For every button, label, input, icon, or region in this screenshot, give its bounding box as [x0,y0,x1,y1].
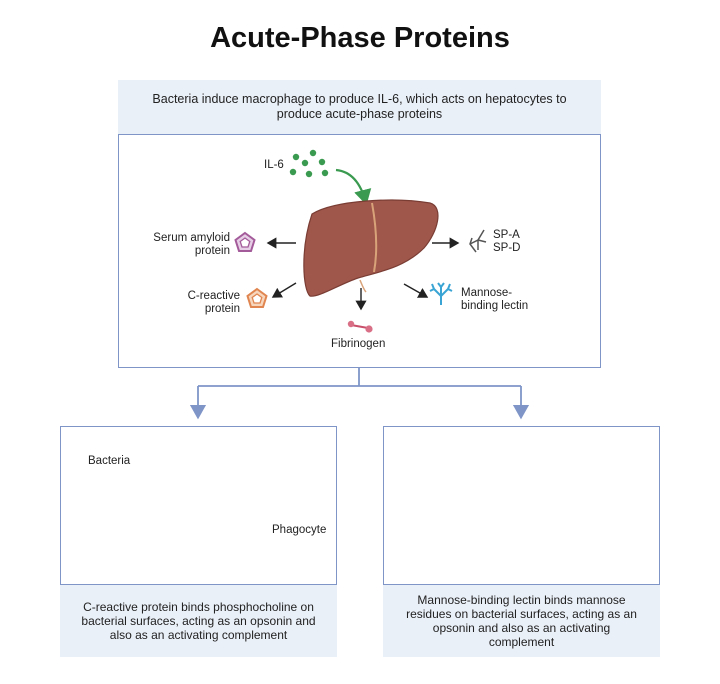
phagocyte-label: Phagocyte [272,524,327,536]
right-panel-caption: Mannose-binding lectin binds mannose res… [383,584,660,657]
bacteria-label: Bacteria [88,455,131,467]
arrow-to-mannose-lectin [403,283,429,298]
il6-label: IL-6 [264,159,284,171]
fibrinogen-icon [347,320,373,333]
fibrinogen-label: Fibrinogen [331,338,386,350]
serum-amyloid-icon [234,231,256,252]
c-reactive-icon [246,287,268,308]
il6-molecules-icon [289,149,329,178]
surfactant-protein-icon [469,229,487,253]
mannose-lectin-label: Mannose-binding lectin [461,287,529,312]
sp-a-label: SP-A [493,229,520,241]
mannose-lectin-icon [429,282,453,305]
c-reactive-label: C-reactive protein [187,290,240,315]
top-panel-caption: Bacteria induce macrophage to produce IL… [118,80,601,135]
serum-amyloid-label: Serum amyloid protein [153,232,230,257]
il6-arrow [335,168,372,206]
panel-connector [189,368,530,420]
sp-d-label: SP-D [493,242,521,254]
arrow-to-c-reactive [271,282,297,298]
left-panel-caption: C-reactive protein binds phosphocholine … [60,584,337,657]
page-title: Acute-Phase Proteins [210,22,510,54]
liver-icon [303,199,439,297]
